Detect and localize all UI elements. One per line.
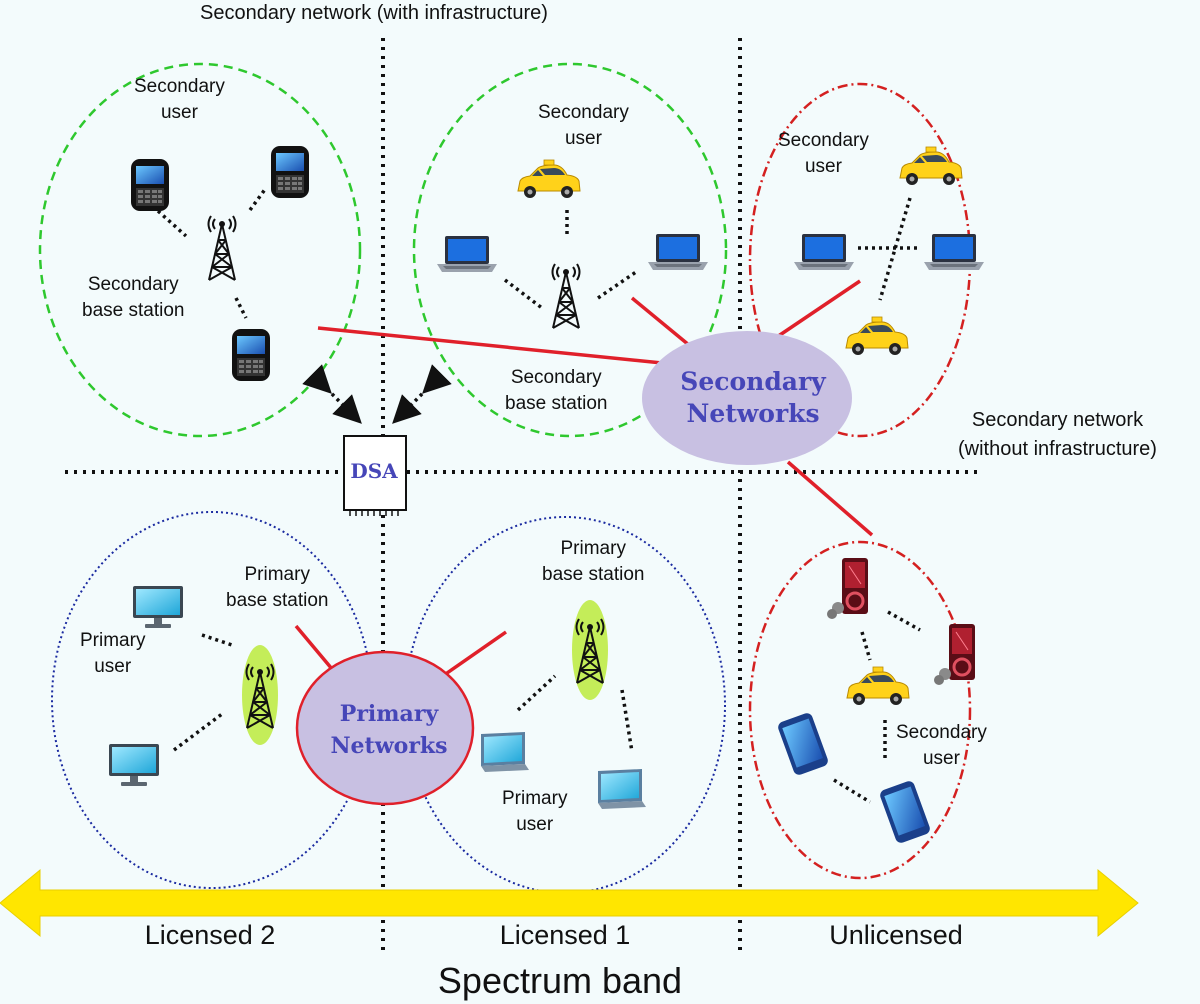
spectrum-band-title: Spectrum band [437,960,683,1001]
smartphone-icon [232,329,270,381]
monitor-icon [598,769,646,809]
secondary-noinfra-title: Secondary network (without infrastructur… [958,409,1157,460]
smartphone-icon [131,159,169,211]
taxi-icon [517,159,581,199]
secondary-infra-cell-right [412,62,728,438]
primary-base-station-label: Primary base station [226,564,329,611]
tower-icon [242,645,278,745]
tower-icon [572,600,608,700]
laptop-icon [437,236,497,272]
spectrum-arrow [0,868,1139,938]
dsa-label: DSA [350,459,398,483]
dsa-access-arrows [302,364,452,424]
secondary-base-station-label: Secondary base station [82,274,185,321]
primary-user-label: Primary user [502,788,568,835]
taxi-icon [845,316,909,356]
secondary-user-label: Secondary user [538,102,629,149]
tower-icon [551,263,581,329]
primary-base-station-label: Primary base station [542,538,645,585]
laptop-icon [648,234,708,270]
dsa-chip-icon [343,435,407,516]
taxi-icon [899,146,963,186]
secondary-infra-title: Secondary network (with infrastructure) [200,2,548,24]
secondary-networks-hub [642,331,852,465]
touch-phone-icon [776,711,830,777]
music-player-icon [825,556,870,621]
monitor-icon [133,586,183,628]
primary-networks-hub [295,650,475,806]
band-licensed-2: Licensed 2 [144,920,276,950]
touch-phone-icon [878,779,932,845]
laptop-icon [794,234,854,270]
taxi-icon [846,666,910,706]
music-player-icon [932,622,977,687]
tower-icon [207,215,237,281]
secondary-user-label: Secondary user [134,76,225,123]
monitor-icon [109,744,159,786]
secondary-infra-cell-left [38,62,362,438]
secondary-user-label: Secondary user [778,130,869,177]
laptop-icon [924,234,984,270]
smartphone-icon [271,146,309,198]
primary-cell-right [404,516,726,894]
secondary-user-label: Secondary user [896,722,987,769]
secondary-base-station-label: Secondary base station [505,367,608,414]
band-licensed-1: Licensed 1 [499,920,631,950]
primary-networks-label: Primary Networks [330,701,448,759]
monitor-icon [481,732,529,772]
wireless-links [156,186,921,804]
secondary-adhoc-cell-bottom [748,540,972,880]
secondary-networks-label: Secondary Networks [680,367,826,428]
band-unlicensed: Unlicensed [829,920,963,950]
primary-user-label: Primary user [80,630,146,677]
